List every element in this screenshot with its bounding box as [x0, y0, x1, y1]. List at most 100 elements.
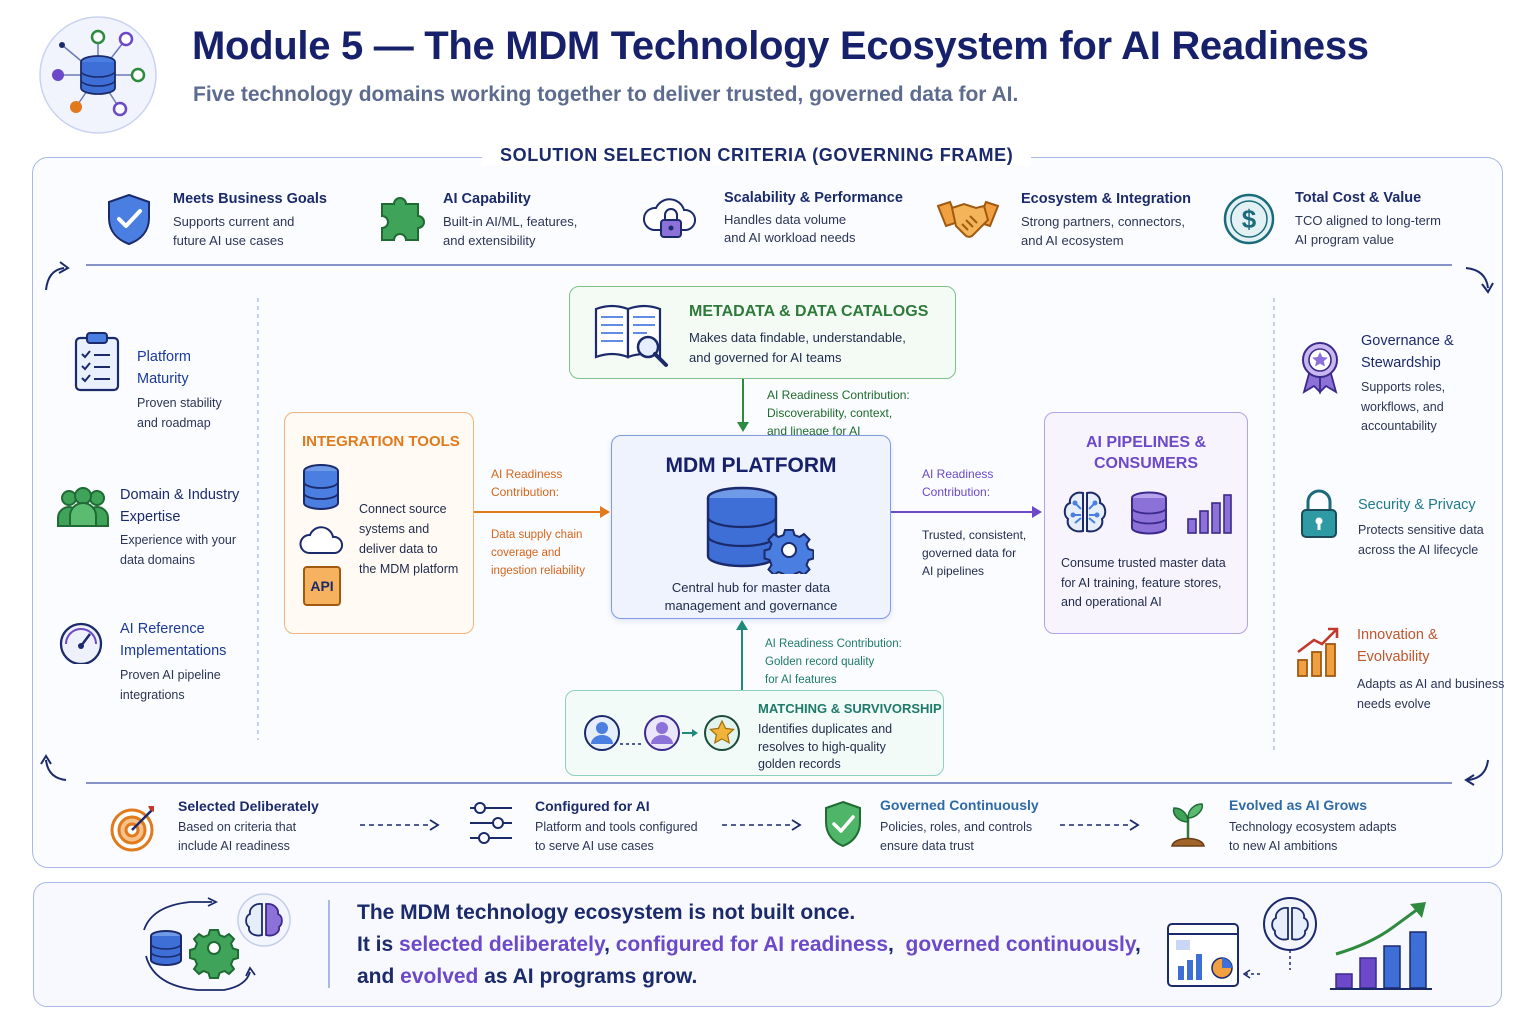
sliders-icon	[470, 802, 512, 844]
contribution-text: Discoverability, context,	[767, 406, 893, 420]
handshake-icon	[936, 200, 1000, 238]
integration-contribution-text: Data supply chain coverage and ingestion…	[491, 526, 585, 580]
contribution-label: AI Readiness	[922, 467, 994, 481]
pipelines-title: AI PIPELINES &	[1085, 434, 1207, 451]
puzzle-icon	[381, 197, 425, 241]
side-item-desc: Protects sensitive data	[1358, 523, 1484, 537]
lifecycle-desc: Platform and tools configured	[535, 820, 698, 834]
cloud-icon	[299, 526, 344, 554]
mdm-desc: Central hub for master data	[671, 580, 831, 595]
contribution-label: Contribution:	[922, 485, 991, 499]
criterion-desc: Supports current and	[173, 214, 295, 229]
side-item-desc: integrations	[120, 687, 185, 702]
lifecycle-title: Selected Deliberately	[178, 798, 319, 814]
right-item-security: Security & Privacy Protects sensitive da…	[1296, 486, 1506, 576]
lifecycle-arrow	[1060, 819, 1140, 831]
lifecycle-configured: Configured for AI Platform and tools con…	[466, 796, 726, 856]
criterion-desc: Strong partners, connectors,	[1021, 214, 1186, 229]
side-item-desc: workflows, and	[1361, 399, 1444, 414]
lifecycle-desc: include AI readiness	[178, 839, 290, 853]
contribution-label: Contribution:	[491, 485, 560, 499]
ai-pipelines-box: AI PIPELINES & CONSUMERS Consume trusted…	[1044, 412, 1248, 634]
dashboard-growth-icon	[1167, 897, 1432, 990]
growth-chart-icon	[1297, 627, 1339, 677]
lifecycle-desc: to serve AI use cases	[535, 839, 654, 853]
center-connectors	[474, 378, 1042, 690]
criterion-desc: future AI use cases	[173, 233, 284, 248]
side-item-title: AI Reference	[120, 621, 205, 637]
contribution-text: governed data for	[922, 546, 1017, 560]
lifecycle-arrow	[360, 819, 440, 831]
side-item-desc: Experience with your	[120, 533, 237, 547]
target-icon	[110, 806, 154, 852]
right-item-governance: Governance & Stewardship Supports roles,…	[1296, 330, 1496, 440]
contribution-text: coverage and	[491, 547, 561, 559]
side-item-desc: data domains	[120, 552, 196, 567]
criterion-desc: and extensibility	[443, 233, 536, 248]
metadata-contribution: AI Readiness Contribution: Discoverabili…	[767, 386, 910, 440]
lifecycle-desc: Policies, roles, and controls	[880, 820, 1033, 834]
integration-title: INTEGRATION TOOLS	[302, 433, 460, 450]
side-item-desc: across the AI lifecycle	[1358, 542, 1479, 557]
summary-text-part: and	[357, 965, 401, 988]
api-badge: API	[303, 566, 341, 606]
summary-text-part: It is	[357, 933, 400, 956]
summary-highlight: governed continuously	[905, 933, 1136, 956]
contribution-text: for AI features	[765, 674, 837, 686]
criterion-desc: and AI workload needs	[724, 230, 856, 245]
lifecycle-desc: Technology ecosystem adapts	[1229, 820, 1397, 834]
integration-desc: systems and	[359, 522, 430, 536]
pipelines-contribution-text: Trusted, consistent, governed data for A…	[922, 526, 1026, 580]
pipelines-title: CONSUMERS	[1093, 455, 1198, 472]
side-item-title: Security & Privacy	[1358, 497, 1476, 513]
svg-text:$: $	[1242, 204, 1257, 234]
summary-line-2: It is selected deliberately, configured …	[357, 929, 1141, 961]
gauge-icon	[59, 622, 103, 664]
matching-title: MATCHING & SURVIVORSHIP	[758, 701, 942, 716]
matching-survivorship-box: MATCHING & SURVIVORSHIP Identifies dupli…	[565, 690, 944, 776]
mdm-desc: management and governance	[664, 598, 838, 613]
criterion-title: AI Capability	[443, 191, 531, 207]
ecosystem-cycle-icon	[143, 893, 291, 991]
metadata-title: METADATA & DATA CATALOGS	[689, 303, 929, 320]
matching-contribution: AI Readiness Contribution: Golden record…	[765, 635, 902, 689]
side-item-title: Governance &	[1361, 333, 1454, 349]
criterion-title: Scalability & Performance	[724, 190, 903, 206]
side-item-desc: needs evolve	[1357, 696, 1431, 711]
pipelines-desc: and operational AI	[1061, 595, 1162, 609]
lifecycle-title: Evolved as AI Grows	[1229, 797, 1367, 813]
sprout-icon	[1171, 803, 1205, 847]
lifecycle-title: Configured for AI	[535, 798, 650, 814]
criterion-desc: Built-in AI/ML, features,	[443, 214, 578, 229]
contribution-text: AI pipelines	[922, 564, 985, 578]
side-item-desc: Proven stability	[137, 396, 222, 410]
summary-highlight: evolved	[400, 965, 479, 988]
summary-line-1: The MDM technology ecosystem is not buil…	[357, 901, 856, 924]
criterion-desc: AI program value	[1295, 232, 1394, 247]
side-item-title: Platform	[137, 349, 191, 365]
shield-check-icon	[825, 800, 861, 848]
governing-loop-lines	[40, 261, 1494, 786]
left-item-domain-expertise: Domain & Industry Expertise Experience w…	[56, 484, 251, 584]
integration-contribution: AI Readiness Contribution:	[491, 465, 562, 501]
side-item-desc: and roadmap	[137, 415, 211, 430]
side-item-title: Domain & Industry	[120, 487, 240, 503]
metadata-desc: and governed for AI teams	[689, 350, 842, 365]
metadata-catalogs-box: METADATA & DATA CATALOGS Makes data find…	[569, 286, 956, 379]
pipelines-contribution: AI Readiness Contribution:	[922, 465, 993, 501]
database-icon	[303, 464, 339, 510]
side-item-title: Innovation &	[1357, 627, 1438, 643]
side-item-desc: Supports roles,	[1361, 380, 1446, 394]
summary-line-3: and evolved as AI programs grow.	[357, 961, 1141, 993]
cloud-lock-icon	[642, 198, 696, 238]
lifecycle-arrow	[722, 819, 802, 831]
integration-desc: Connect source	[359, 502, 447, 516]
lifecycle-title: Governed Continuously	[880, 797, 1039, 813]
summary-highlight: configured for AI readiness	[615, 933, 889, 956]
summary-highlight: selected deliberately	[399, 933, 605, 956]
contribution-text: Golden record quality	[765, 656, 875, 668]
left-item-platform-maturity: Platform Maturity Proven stability and r…	[70, 330, 240, 440]
side-item-desc: accountability	[1361, 419, 1437, 433]
frame-title: SOLUTION SELECTION CRITERIA (GOVERNING F…	[482, 145, 1032, 166]
side-item-title: Expertise	[120, 509, 181, 525]
